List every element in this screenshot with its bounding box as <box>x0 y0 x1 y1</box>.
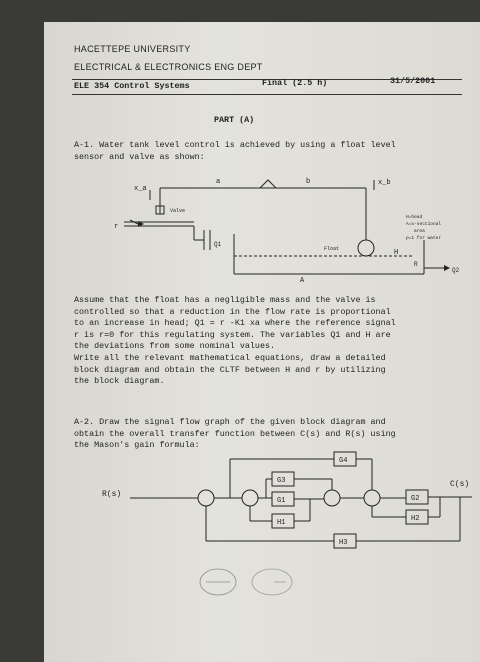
q1-line-1: Assume that the float has a negligible m… <box>74 295 376 305</box>
bd-input-label: R(s) <box>102 490 121 499</box>
exam-type: Final (2.5 h) <box>262 78 328 88</box>
question-1-text: Assume that the float has a negligible m… <box>74 295 478 388</box>
q1-line-7: block diagram and obtain the CLTF betwee… <box>74 364 386 375</box>
fig-legend-3: area <box>414 228 425 234</box>
bd-label-h2: H2 <box>411 515 419 523</box>
fig-label-resistance: R <box>414 261 418 268</box>
fig-label-float: Float <box>324 246 339 252</box>
q1-line-2: controlled so that a reduction in the fl… <box>74 306 391 317</box>
bd-label-h3: H3 <box>339 539 347 547</box>
q2-line-1: A-2. Draw the signal flow graph of the g… <box>74 417 386 427</box>
university-name: HACETTEPE UNIVERSITY <box>74 44 191 54</box>
exam-paper: HACETTEPE UNIVERSITY ELECTRICAL & ELECTR… <box>44 22 480 662</box>
fig-label-q1: Q1 <box>214 241 222 248</box>
fig-legend-1: H=head <box>406 214 423 220</box>
q1-intro-line-2: sensor and valve as shown: <box>74 151 205 162</box>
part-title: PART (A) <box>214 115 255 125</box>
bd-label-g4: G4 <box>339 457 347 465</box>
fig-label-r: r <box>114 223 118 231</box>
fig-label-xb: x_b <box>378 179 391 187</box>
q1-intro-line-1: A-1. Water tank level control is achieve… <box>74 140 396 150</box>
tank-figure: x_a a b x_b Valve r Q1 Float H R A Q2 H=… <box>114 178 460 285</box>
q1-line-4: r is r=0 for this regulating system. The… <box>74 329 391 340</box>
bd-label-h1: H1 <box>277 519 285 527</box>
header-rule-top <box>72 79 462 80</box>
fig-label-valve: Valve <box>170 208 185 214</box>
fig-label-h: H <box>394 249 398 257</box>
bd-label-g3: G3 <box>277 477 285 485</box>
question-1-intro: A-1. Water tank level control is achieve… <box>74 140 396 163</box>
bd-label-g2: G2 <box>411 495 419 503</box>
course-title: ELE 354 Control Systems <box>74 81 190 91</box>
bd-label-g1: G1 <box>277 497 285 505</box>
fig-label-b: b <box>306 178 310 186</box>
exam-date: 31/5/2001 <box>390 76 436 86</box>
bd-sum-2 <box>241 489 259 507</box>
bd-sum-4 <box>363 489 381 507</box>
q1-line-3: to an increase in head; Q1 = r -K1 xa wh… <box>74 318 396 329</box>
q1-line-8: the block diagram. <box>74 376 165 387</box>
fig-legend-4: ρ=1 for water <box>406 235 441 241</box>
fig-label-q2: Q2 <box>452 267 460 274</box>
bd-sum-1 <box>197 489 215 507</box>
q1-line-6: Write all the relevant mathematical equa… <box>74 352 386 363</box>
q2-line-3: the Mason's gain formula: <box>74 440 200 451</box>
fig-label-area: A <box>300 277 305 285</box>
bd-sum-3 <box>323 489 341 507</box>
department-name: ELECTRICAL & ELECTRONICS ENG DEPT <box>74 62 263 72</box>
bd-output-label: C(s) <box>450 480 469 489</box>
fig-legend-2: A=x-sectional <box>406 221 441 227</box>
fig-label-xa: x_a <box>134 185 147 193</box>
pencil-scribbles <box>199 568 293 596</box>
q1-line-5: the deviations from some nominal values. <box>74 341 276 352</box>
question-2-text: A-2. Draw the signal flow graph of the g… <box>74 417 478 452</box>
header-rule-bottom <box>72 94 462 95</box>
fig-label-a: a <box>216 178 220 186</box>
block-diagram: R(s) C(s) <box>102 451 472 549</box>
q2-line-2: obtain the overall transfer function bet… <box>74 428 396 439</box>
